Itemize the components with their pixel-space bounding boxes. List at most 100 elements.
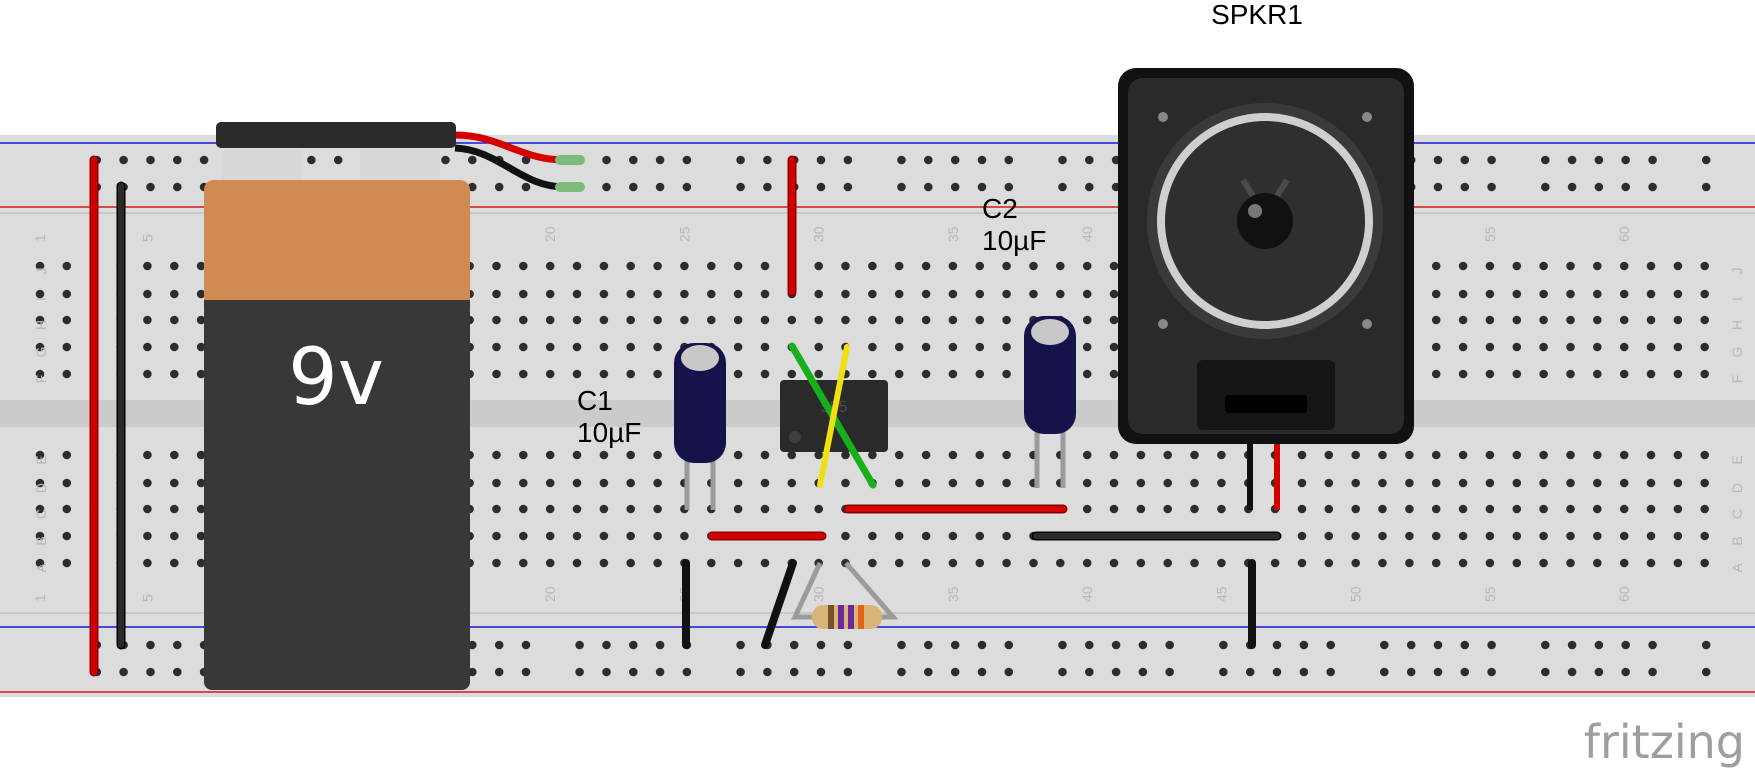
breadboard-hole [170,289,179,299]
rail-hole [816,182,826,192]
rail-hole [602,182,611,192]
breadboard-hole [1458,531,1468,541]
row-letter: G [1729,347,1745,358]
rail-hole [173,667,182,677]
breadboard-hole [196,558,206,568]
breadboard-hole [1619,504,1629,514]
breadboard-hole [170,315,179,325]
breadboard-hole [1109,342,1119,352]
breadboard-hole [1431,478,1441,488]
breadboard-hole [170,342,179,352]
rail-hole [736,182,745,192]
breadboard-hole [975,369,985,379]
c2-name: C2 [982,193,1018,224]
breadboard-hole [572,504,582,514]
breadboard-hole [653,369,662,379]
rail-hole [655,182,665,192]
rail-hole [655,667,665,677]
breadboard-hole [1002,315,1011,325]
breadboard-hole [1002,531,1011,541]
column-number: 1 [32,594,48,602]
breadboard-hole [1700,478,1709,488]
breadboard-hole [1458,504,1468,514]
breadboard-hole [921,289,931,299]
breadboard-hole [1217,478,1226,488]
wire-yellow [817,344,850,488]
breadboard-hole [35,261,45,271]
breadboard-hole [760,504,770,514]
breadboard-hole [1002,478,1011,488]
breadboard-hole [1351,558,1360,568]
breadboard-hole [626,504,635,514]
breadboard-hole [1405,478,1414,488]
rail-hole [977,155,987,165]
rail-hole [655,155,665,165]
rail-hole [682,667,692,677]
breadboard-hole [492,531,501,541]
speaker-screw-3 [1158,319,1168,329]
breadboard-hole [170,261,179,271]
breadboard-hole [62,450,72,460]
breadboard-hole [1566,342,1575,352]
rail-hole [897,667,906,677]
breadboard-hole [545,289,555,299]
breadboard-hole [1673,478,1683,488]
battery-lead-black-tip [555,182,585,192]
row-letter: J [1729,268,1745,275]
breadboard-hole [599,450,609,460]
breadboard-hole [196,289,206,299]
breadboard-hole [599,478,609,488]
breadboard-hole [1002,558,1011,568]
rail-hole [1272,640,1282,650]
column-number: 45 [1213,586,1229,602]
rail-hole [1701,640,1711,650]
breadboard-hole [572,342,582,352]
breadboard-hole [545,478,555,488]
rail-hole [1085,182,1094,192]
breadboard-hole [1485,558,1495,568]
breadboard-hole [948,531,958,541]
breadboard-hole [760,261,770,271]
battery-lead-red-tip [555,155,585,165]
row-letter: D [1729,483,1745,493]
breadboard-hole [975,289,985,299]
breadboard-hole [1324,558,1334,568]
capacitor-c2: C2 10µF [982,193,1076,488]
rail-hole [682,182,692,192]
rail-hole [789,640,799,650]
breadboard-hole [572,531,582,541]
breadboard-hole [1700,261,1709,271]
breadboard-hole [545,504,555,514]
rail-hole [924,667,933,677]
breadboard-hole [62,531,72,541]
breadboard-hole [707,558,716,568]
breadboard-hole [572,558,582,568]
breadboard-hole [1082,369,1092,379]
rail-hole [575,640,584,650]
breadboard-hole [1566,478,1575,488]
column-number: 60 [1616,586,1632,602]
breadboard-hole [1485,531,1495,541]
breadboard-hole [1378,558,1387,568]
rail-hole [1085,155,1094,165]
breadboard-hole [599,558,609,568]
breadboard-hole [948,558,958,568]
breadboard-hole [1539,478,1548,488]
breadboard-hole [1566,558,1575,568]
rail-hole [1406,667,1416,677]
breadboard-hole [1163,558,1172,568]
column-number: 20 [542,586,558,602]
rail-hole [763,667,772,677]
rail-hole [494,667,504,677]
rail-hole [521,155,531,165]
rail-hole [763,182,772,192]
breadboard-hole [492,261,501,271]
breadboard-hole [170,558,179,568]
breadboard-hole [1646,315,1656,325]
rail-hole [843,667,853,677]
row-letter: B [1729,536,1745,545]
breadboard-hole [868,261,877,271]
rail-hole [494,640,504,650]
breadboard-hole [1539,558,1548,568]
breadboard-hole [921,369,931,379]
